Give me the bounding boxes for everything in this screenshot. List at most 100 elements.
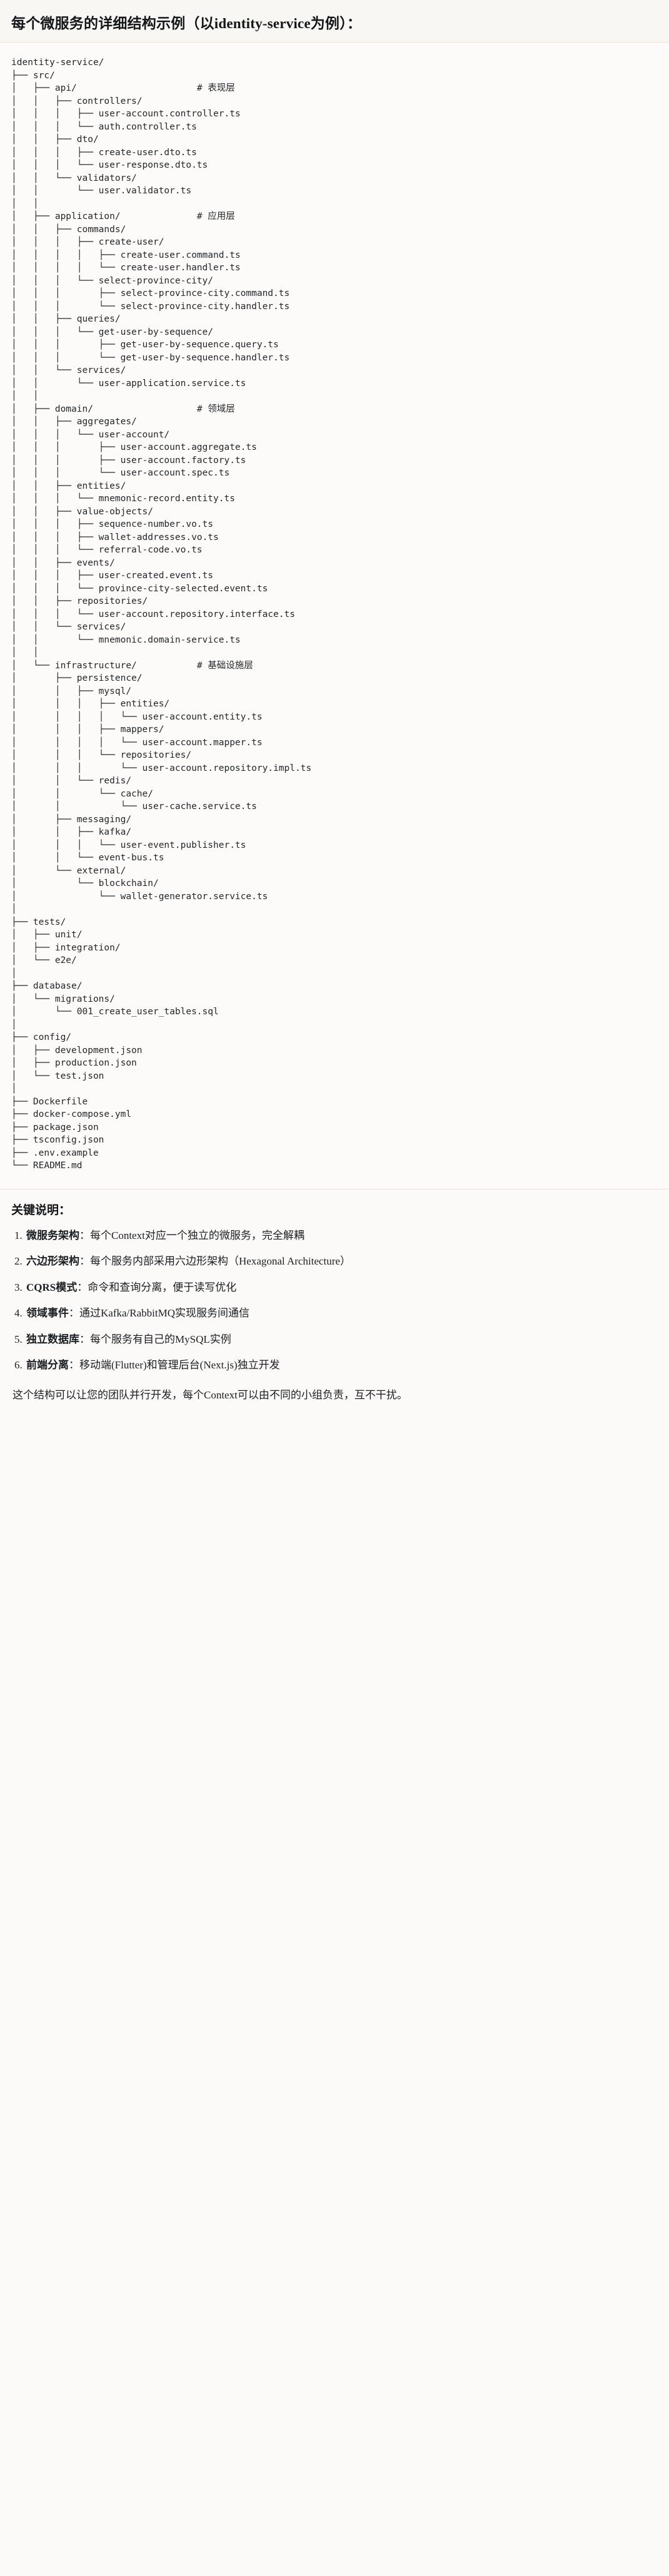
tree-line: │ │ — [11, 391, 39, 402]
key-note-text: 每个服务有自己的MySQL实例 — [90, 1333, 231, 1345]
document-page: 每个微服务的详细结构示例（以identity-service为例）： ident… — [0, 0, 669, 1422]
tree-line: │ │ └── redis/ — [11, 776, 132, 787]
tree-line-comment: # 领域层 — [196, 404, 235, 414]
tree-line: │ │ ├── queries/ — [11, 314, 121, 325]
key-note-term: 前端分离 — [26, 1359, 69, 1372]
key-note-separator: ： — [79, 1255, 90, 1268]
tree-line-comment: # 表现层 — [196, 83, 235, 94]
page-title: 每个微服务的详细结构示例（以identity-service为例）： — [0, 0, 669, 43]
tree-line: identity-service/ — [11, 58, 104, 68]
key-notes-list: 微服务架构：每个Context对应一个独立的微服务，完全解耦六边形架构：每个服务… — [9, 1228, 660, 1373]
tree-line: │ └── migrations/ — [11, 994, 115, 1004]
tree-line: │ ├── domain/ # 领域层 — [11, 404, 235, 414]
tree-line: │ — [11, 1084, 17, 1094]
tree-line: │ │ │ └── province-city-selected.event.t… — [11, 583, 268, 594]
key-notes-section: 关键说明： 微服务架构：每个Context对应一个独立的微服务，完全解耦六边形架… — [0, 1189, 669, 1422]
tree-line: │ │ ├── dto/ — [11, 135, 99, 145]
tree-line: │ │ ├── controllers/ — [11, 96, 143, 106]
tree-line: │ ├── persistence/ — [11, 673, 143, 684]
tree-line: │ │ │ ├── user-account.factory.ts — [11, 455, 246, 466]
key-note-text: 通过Kafka/RabbitMQ实现服务间通信 — [79, 1307, 249, 1320]
tree-line: ├── database/ — [11, 981, 83, 992]
tree-line: │ │ └── cache/ — [11, 788, 153, 799]
tree-line: │ └── 001_create_user_tables.sql — [11, 1007, 219, 1017]
tree-line: │ │ ├── aggregates/ — [11, 417, 137, 427]
tree-line: │ │ ├── value-objects/ — [11, 506, 153, 517]
tree-line: │ — [11, 1019, 17, 1030]
tree-line: │ │ │ ├── get-user-by-sequence.query.ts — [11, 340, 279, 350]
tree-line: │ │ │ │ ├── create-user.command.ts — [11, 250, 241, 260]
tree-line: │ ├── unit/ — [11, 930, 83, 940]
key-note-term: 微服务架构 — [26, 1229, 79, 1241]
tree-line: │ │ │ └── user-account/ — [11, 429, 170, 440]
tree-line: │ │ — [11, 648, 39, 658]
key-note-text: 命令和查询分离，便于读写优化 — [88, 1281, 237, 1293]
tree-line: │ │ └── mnemonic.domain-service.ts — [11, 634, 241, 645]
tree-line-comment: # 应用层 — [196, 211, 235, 222]
tree-line: │ │ ├── entities/ — [11, 481, 126, 491]
tree-line: └── README.md — [11, 1161, 83, 1171]
tree-line: │ │ │ ├── user-created.event.ts — [11, 571, 214, 581]
tree-line: │ │ └── services/ — [11, 622, 126, 633]
key-note-item: 独立数据库：每个服务有自己的MySQL实例 — [25, 1331, 658, 1348]
tree-line: │ │ └── event-bus.ts — [11, 853, 164, 863]
tree-line-comment: # 基础设施层 — [196, 660, 253, 671]
tree-line: │ ├── messaging/ — [11, 814, 132, 825]
tree-line: │ │ │ └── user-response.dto.ts — [11, 160, 208, 171]
tree-line: │ │ │ ├── sequence-number.vo.ts — [11, 519, 214, 530]
tree-line: ├── package.json — [11, 1122, 99, 1133]
key-note-separator: ： — [69, 1359, 79, 1372]
tree-line: ├── src/ — [11, 70, 55, 81]
key-note-item: 领域事件：通过Kafka/RabbitMQ实现服务间通信 — [25, 1305, 658, 1321]
tree-line: │ │ │ ├── select-province-city.command.t… — [11, 288, 290, 299]
tree-line: │ │ │ ├── mappers/ — [11, 725, 164, 735]
tree-line: │ ├── api/ # 表现层 — [11, 83, 235, 94]
tree-line: │ └── wallet-generator.service.ts — [11, 891, 268, 902]
key-note-separator: ： — [69, 1307, 79, 1320]
tree-line: │ │ └── user-cache.service.ts — [11, 802, 257, 812]
tree-line: │ │ │ └── user-account.repository.interf… — [11, 609, 295, 619]
tree-line: │ │ ├── repositories/ — [11, 596, 148, 607]
tree-line: ├── Dockerfile — [11, 1096, 88, 1107]
directory-tree-block: identity-service/ ├── src/ │ ├── api/ # 表现… — [0, 43, 669, 1189]
key-note-separator: ： — [77, 1281, 88, 1293]
tree-line: │ │ │ └── user-account.spec.ts — [11, 468, 230, 479]
tree-line: ├── tests/ — [11, 917, 66, 927]
tree-line: │ │ │ └── user-account.repository.impl.t… — [11, 763, 312, 773]
tree-line: │ ├── development.json — [11, 1045, 143, 1056]
tree-line: │ │ — [11, 198, 39, 209]
tree-line: │ │ └── user.validator.ts — [11, 186, 192, 196]
tree-line: │ │ ├── events/ — [11, 557, 115, 568]
key-note-item: 微服务架构：每个Context对应一个独立的微服务，完全解耦 — [25, 1228, 658, 1244]
tree-line: │ — [11, 904, 17, 915]
tree-line: │ │ └── validators/ — [11, 173, 137, 183]
tree-line: │ │ │ └── select-province-city.handler.t… — [11, 301, 290, 312]
key-notes-title: 关键说明： — [11, 1203, 71, 1217]
key-note-text: 移动端(Flutter)和管理后台(Next.js)独立开发 — [79, 1359, 280, 1372]
tree-line: ├── tsconfig.json — [11, 1135, 104, 1146]
tree-line: │ │ │ └── referral-code.vo.ts — [11, 545, 203, 556]
tree-line: │ │ ├── mysql/ — [11, 686, 132, 696]
tree-line: │ │ │ ├── user-account.aggregate.ts — [11, 442, 257, 453]
tree-line: │ │ │ └── repositories/ — [11, 750, 192, 761]
key-note-separator: ： — [79, 1229, 90, 1241]
key-note-item: CQRS模式：命令和查询分离，便于读写优化 — [25, 1280, 658, 1296]
tree-line: │ │ └── services/ — [11, 365, 126, 376]
tree-line: │ ├── production.json — [11, 1058, 137, 1069]
tree-line: │ │ │ │ └── user-account.entity.ts — [11, 711, 263, 722]
key-note-term: 领域事件 — [26, 1307, 69, 1320]
key-note-item: 前端分离：移动端(Flutter)和管理后台(Next.js)独立开发 — [25, 1357, 658, 1373]
tree-line: │ └── external/ — [11, 865, 126, 876]
tree-line: │ │ └── user-application.service.ts — [11, 378, 246, 389]
tree-line: │ │ │ └── get-user-by-sequence/ — [11, 327, 214, 337]
tree-line: │ │ │ │ └── create-user.handler.ts — [11, 263, 241, 273]
tree-line: │ └── blockchain/ — [11, 878, 159, 889]
tree-line: │ │ │ └── select-province-city/ — [11, 275, 214, 286]
tree-line: ├── config/ — [11, 1032, 72, 1043]
tree-line: │ ├── application/ # 应用层 — [11, 211, 235, 222]
tree-line: │ │ │ │ └── user-account.mapper.ts — [11, 737, 263, 748]
key-note-term: 独立数据库 — [26, 1333, 79, 1345]
tree-line: │ │ ├── commands/ — [11, 224, 126, 235]
tree-line: │ │ │ └── user-event.publisher.ts — [11, 840, 246, 850]
tree-line: │ │ │ └── get-user-by-sequence.handler.t… — [11, 352, 290, 363]
